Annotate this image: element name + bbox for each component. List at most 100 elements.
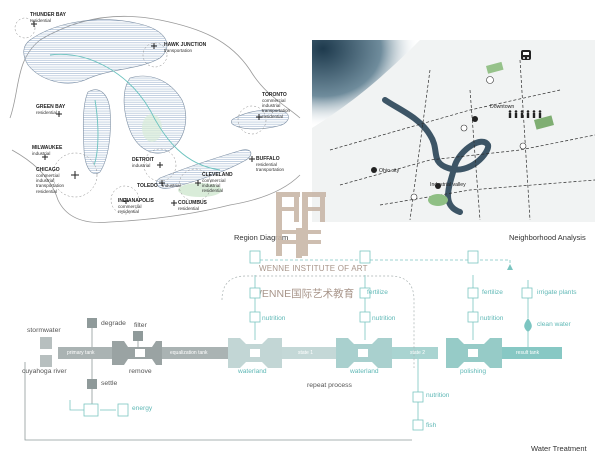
- range-circle-cleveland: [178, 168, 212, 202]
- bike-icon: [410, 193, 418, 201]
- fertilize-2-label: fertilize: [482, 289, 503, 296]
- city-thunder-bay: THUNDER BAY residential: [30, 12, 66, 23]
- filter-label: filter: [134, 322, 147, 329]
- city-role: residential: [36, 110, 57, 115]
- green-region-huron: [142, 114, 162, 142]
- clean-water-label: clean water: [537, 321, 571, 328]
- city-name: THUNDER BAY: [30, 12, 66, 18]
- arrow-up-icon: [507, 264, 513, 270]
- city-role: commercial industrial residential: [202, 178, 226, 194]
- waterland-2-window: [358, 349, 368, 357]
- stormwater-icon: [40, 337, 52, 349]
- region-diagram-caption: Region Diagram: [234, 233, 289, 242]
- polishing-window: [468, 349, 478, 357]
- green-patch-1: [534, 115, 554, 130]
- downtown-dot: [472, 116, 478, 122]
- teal-boxes: [83, 250, 533, 431]
- city-toronto: TORONTO commercial industrial transporta…: [262, 92, 290, 119]
- equalization-tank-label: equalization tank: [170, 350, 208, 356]
- clean-water-drop-icon: [524, 318, 532, 332]
- result-tank-label: result tank: [516, 350, 540, 356]
- range-circle-toronto: [237, 105, 267, 135]
- stormwater-label: stormwater: [27, 327, 61, 334]
- waterland-2-label: waterland: [350, 368, 379, 375]
- city-role: commercial industrial transportation res…: [36, 173, 65, 194]
- water-treatment-caption: Water Treatment: [531, 444, 587, 453]
- river-icon: [40, 355, 52, 367]
- green-patch-2: [486, 61, 504, 74]
- range-circle-chicago: [52, 152, 98, 198]
- city-role: commercial industrial transportation res…: [262, 98, 291, 119]
- city-name: CLEVELAND: [202, 172, 233, 178]
- waterland-1-window: [250, 349, 260, 357]
- lake-michigan: [82, 89, 111, 174]
- industrial-valley-dot: [435, 183, 441, 189]
- range-circle-thunderbay: [14, 17, 36, 39]
- city-name: DETROIT: [132, 157, 154, 163]
- filter-icon: [133, 331, 143, 341]
- polishing-label: polishing: [460, 368, 487, 375]
- city-role: commercial residential: [118, 204, 142, 215]
- flow-line-1: [49, 53, 221, 171]
- channel-state2: [392, 347, 438, 359]
- city-cleveland: CLEVELAND commercial industrial resident…: [202, 172, 233, 194]
- repeat-process-label: repeat process: [307, 382, 352, 389]
- channel-result: [500, 347, 562, 359]
- fish-label: fish: [426, 422, 437, 429]
- city-name: HAWK JUNCTION: [164, 42, 207, 48]
- remove-label: remove: [129, 368, 152, 375]
- city-green-bay: GREEN BAY residential: [36, 104, 65, 115]
- city-columbus: COLUMBUS residential: [178, 200, 207, 211]
- nutrition-1-label: nutrition: [262, 315, 286, 322]
- channel-primary: [58, 347, 112, 359]
- green-patch-3: [428, 194, 448, 206]
- settle-icon: [87, 379, 97, 389]
- city-name: COLUMBUS: [178, 200, 207, 206]
- neighborhood-analysis-caption: Neighborhood Analysis: [509, 233, 586, 242]
- city-name: INDIANAPOLIS: [118, 198, 154, 204]
- primary-tank-label: primary tank: [67, 350, 95, 356]
- waterland-1-label: waterland: [238, 368, 267, 375]
- urban-ground: [312, 40, 595, 222]
- city-role: transportation: [164, 48, 193, 53]
- city-name: GREEN BAY: [36, 104, 66, 110]
- watermark-line-1: WENNE INSTITUTE OF ART: [259, 264, 368, 273]
- filter-window: [135, 349, 145, 357]
- city-hawk-junction: HAWK JUNCTION transportation: [164, 42, 206, 53]
- degrade-label: degrade: [101, 320, 126, 327]
- city-indianapolis: INDIANAPOLIS commercial residential: [118, 198, 154, 214]
- state-1-label: state 1: [298, 350, 314, 356]
- flow-line-2: [93, 99, 99, 166]
- irrigate-plants-label: irrigate plants: [537, 289, 577, 296]
- channel-equalization: [160, 347, 228, 359]
- cuyahoga-river: [382, 97, 491, 215]
- city-role: residential: [178, 206, 199, 211]
- parking-icon: [486, 76, 494, 84]
- repeat-process-box: [221, 275, 415, 368]
- nutrition-3-label: nutrition: [480, 315, 504, 322]
- city-name: CHICAGO: [36, 167, 60, 173]
- train-icon: [521, 50, 531, 60]
- city-buffalo: BUFFALO residential transportation: [256, 156, 284, 172]
- city-name: MILWAUKEE: [32, 145, 63, 151]
- energy-label: energy: [132, 405, 153, 412]
- city-role: industrial: [162, 183, 181, 188]
- degrade-icon: [87, 318, 97, 328]
- runner-icon: [460, 124, 468, 132]
- fertilize-1-label: fertilize: [367, 289, 388, 296]
- ohio-city-label: Ohio city: [379, 168, 400, 174]
- grey-connectors: [24, 328, 412, 441]
- hiker-icon: [519, 142, 527, 150]
- city-name: TOLEDO: [137, 183, 158, 189]
- nutrition-4-label: nutrition: [426, 392, 450, 399]
- city-role: residential: [30, 18, 51, 23]
- city-name: BUFFALO: [256, 156, 280, 162]
- downtown-label: Downtown: [490, 104, 515, 110]
- city-chicago: CHICAGO commercial industrial transporta…: [36, 167, 64, 194]
- watermark-line-2: WENNE国际艺术教育: [252, 288, 355, 300]
- city-milwaukee: MILWAUKEE industrial: [32, 145, 62, 156]
